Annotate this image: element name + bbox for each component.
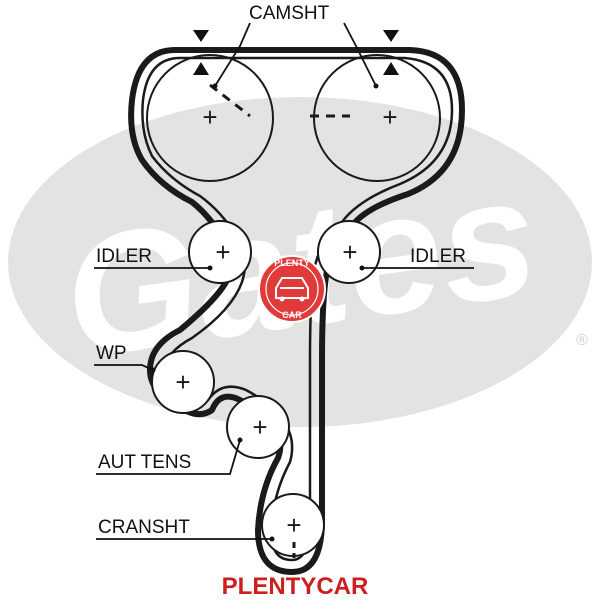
pulley-center-plus-icon: + xyxy=(286,510,301,540)
camshaft-pulley-left: + xyxy=(146,54,274,182)
leader-camshaft xyxy=(214,22,251,87)
crankshaft-pulley: + xyxy=(261,493,325,558)
leader-water-pump xyxy=(94,364,154,371)
pulley-circle xyxy=(226,395,290,459)
pulley-center-plus-icon: + xyxy=(215,237,230,267)
pulley-center-plus-icon: + xyxy=(342,237,357,267)
timing-mark-line xyxy=(209,83,251,118)
camshaft-pulley-right: + xyxy=(310,54,441,182)
trademark-symbol: ® xyxy=(576,332,588,349)
pulley-center-plus-icon: + xyxy=(175,367,190,397)
pulley-circle xyxy=(146,54,274,182)
leader-camshaft xyxy=(343,22,377,87)
idler-pulley-left: + xyxy=(188,220,252,284)
timing-mark-arrow-icon xyxy=(383,30,399,75)
pulley-center-plus-icon: + xyxy=(202,102,217,132)
car-icon xyxy=(275,277,309,299)
pulley-center-plus-icon: + xyxy=(382,102,397,132)
pulley-circle xyxy=(313,54,441,182)
auto-tensioner-pulley: + xyxy=(226,395,290,459)
belt-inner xyxy=(141,56,454,562)
idler-pulley-right: + xyxy=(317,220,381,284)
leader-dots xyxy=(150,83,379,542)
pulley-center-plus-icon: + xyxy=(252,412,267,442)
car-badge-icon: PLENTY CAR xyxy=(258,255,326,323)
label-water-pump: WP xyxy=(96,343,127,364)
label-camshaft: CAMSHT xyxy=(249,3,330,24)
badge-bottom-text: CAR xyxy=(282,310,302,320)
badge-top-text: PLENTY xyxy=(274,258,310,268)
pulley-circle xyxy=(151,350,215,414)
leader-auto-tensioner xyxy=(96,439,241,475)
badge-ring xyxy=(265,262,319,316)
label-idler-right: IDLER xyxy=(410,246,466,267)
label-idler-left: IDLER xyxy=(96,246,152,267)
leader-lines xyxy=(94,22,474,540)
label-auto-tensioner: AUT TENS xyxy=(98,452,191,473)
label-crankshaft: CRANSHT xyxy=(98,517,190,538)
timing-mark-arrow-icon xyxy=(193,30,209,75)
water-pump-pulley: + xyxy=(151,350,215,414)
footer-brand: PLENTYCAR xyxy=(222,573,369,600)
